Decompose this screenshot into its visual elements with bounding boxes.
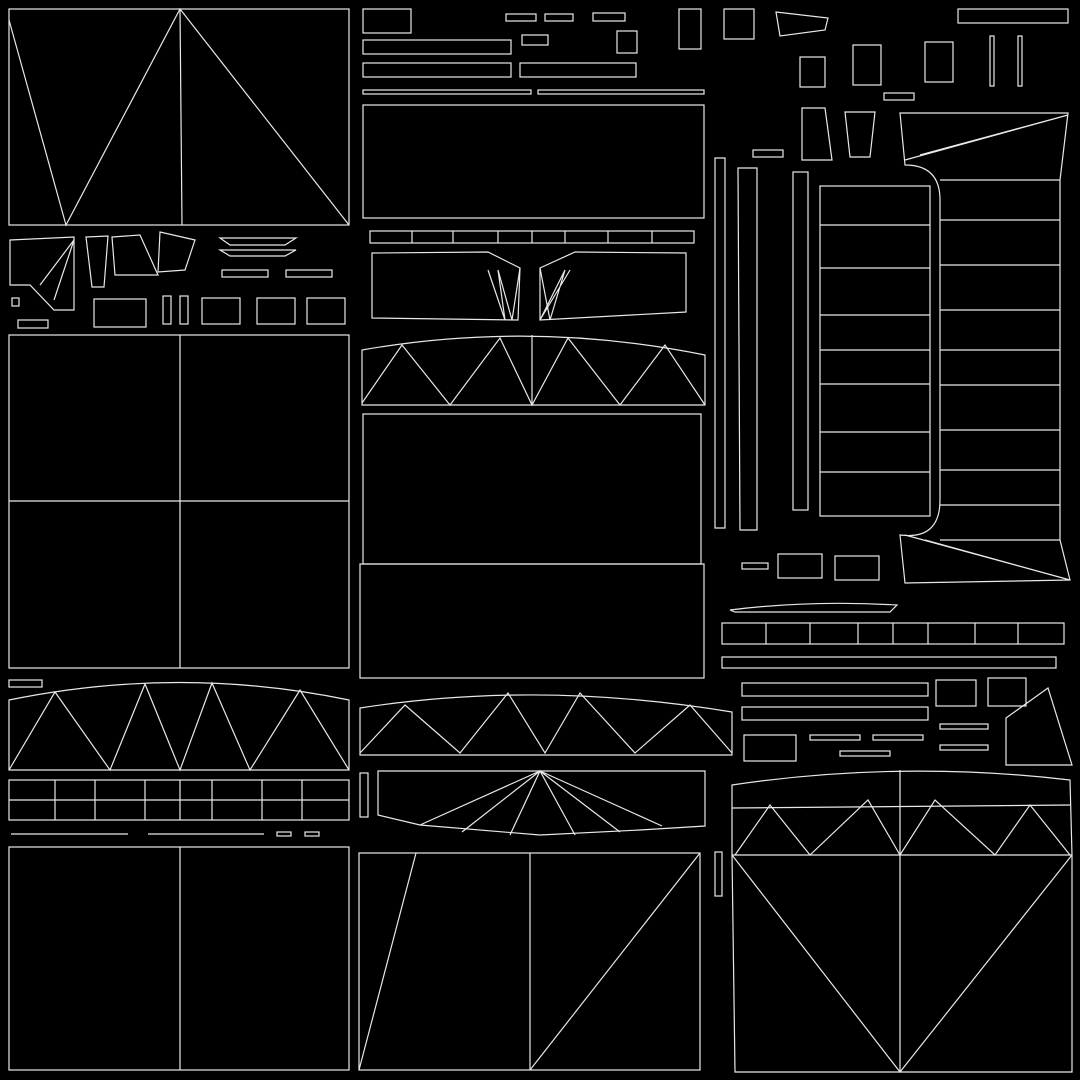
arch-fan-left xyxy=(8,679,350,772)
center-strip xyxy=(369,230,695,244)
right-stair-panel xyxy=(819,112,1071,584)
center-fan-3 xyxy=(377,769,706,836)
right-bottom-gem xyxy=(731,770,1073,1073)
center-panel-2 xyxy=(359,413,705,679)
center-arch-fan xyxy=(361,335,706,407)
right-mid-pieces xyxy=(729,553,899,613)
center-butterfly xyxy=(371,251,687,321)
right-long-strips xyxy=(714,157,809,531)
panel-top-left xyxy=(8,7,350,227)
strip-grid-left xyxy=(8,779,350,837)
center-arch-fan-2 xyxy=(359,691,733,818)
small-pieces-left xyxy=(9,231,346,329)
right-small-pieces xyxy=(752,35,1023,161)
center-top-strips xyxy=(362,8,1069,95)
panel-bottom-left xyxy=(8,846,350,1071)
center-panel-bottom xyxy=(358,851,723,1071)
center-panel-1 xyxy=(362,104,705,219)
panel-left-quad xyxy=(8,334,350,669)
right-strip-grids xyxy=(721,622,1073,766)
